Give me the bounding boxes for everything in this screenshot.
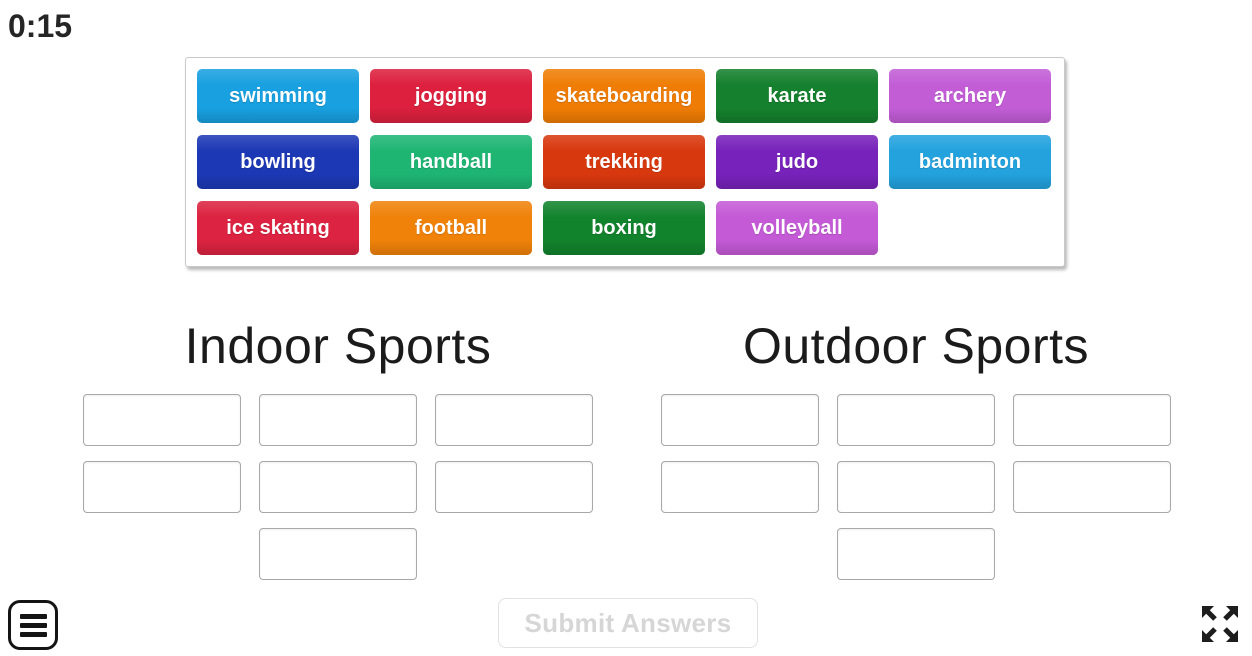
tile-swimming[interactable]: swimming xyxy=(197,69,359,123)
drop-slot[interactable] xyxy=(259,460,417,513)
drop-slot[interactable] xyxy=(83,460,241,513)
tile-karate[interactable]: karate xyxy=(716,69,878,123)
tile-bowling[interactable]: bowling xyxy=(197,135,359,189)
tile-jogging[interactable]: jogging xyxy=(370,69,532,123)
tile-archery[interactable]: archery xyxy=(889,69,1051,123)
drop-slot[interactable] xyxy=(1013,393,1171,446)
tile-ice-skating[interactable]: ice skating xyxy=(197,201,359,255)
drop-slot[interactable] xyxy=(259,527,417,580)
tile-handball[interactable]: handball xyxy=(370,135,532,189)
drop-slot[interactable] xyxy=(1013,460,1171,513)
drop-slot[interactable] xyxy=(259,393,417,446)
category-indoor-sports: Indoor Sports xyxy=(83,315,593,580)
category-outdoor-sports: Outdoor Sports xyxy=(661,315,1171,580)
tile-trekking[interactable]: trekking xyxy=(543,135,705,189)
drop-slot[interactable] xyxy=(83,393,241,446)
outdoor-drop-slots xyxy=(661,393,1171,580)
tile-badminton[interactable]: badminton xyxy=(889,135,1051,189)
fullscreen-expand-icon xyxy=(1202,606,1238,642)
hamburger-menu-icon xyxy=(19,613,47,619)
drop-slot[interactable] xyxy=(661,393,819,446)
submit-answers-button[interactable]: Submit Answers xyxy=(498,598,758,648)
drop-slot[interactable] xyxy=(837,393,995,446)
drop-slot[interactable] xyxy=(435,460,593,513)
drop-slot[interactable] xyxy=(837,527,995,580)
indoor-drop-slots xyxy=(83,393,593,580)
tile-skateboarding[interactable]: skateboarding xyxy=(543,69,705,123)
drop-slot[interactable] xyxy=(837,460,995,513)
countdown-timer: 0:15 xyxy=(8,8,73,44)
tile-volleyball[interactable]: volleyball xyxy=(716,201,878,255)
category-title-outdoor: Outdoor Sports xyxy=(742,318,1090,374)
drop-slot[interactable] xyxy=(435,393,593,446)
menu-button[interactable] xyxy=(8,600,58,650)
category-title-indoor: Indoor Sports xyxy=(184,318,492,374)
tile-boxing[interactable]: boxing xyxy=(543,201,705,255)
fullscreen-button[interactable] xyxy=(1196,600,1244,648)
drop-slot[interactable] xyxy=(661,460,819,513)
tile-judo[interactable]: judo xyxy=(716,135,878,189)
tile-football[interactable]: football xyxy=(370,201,532,255)
